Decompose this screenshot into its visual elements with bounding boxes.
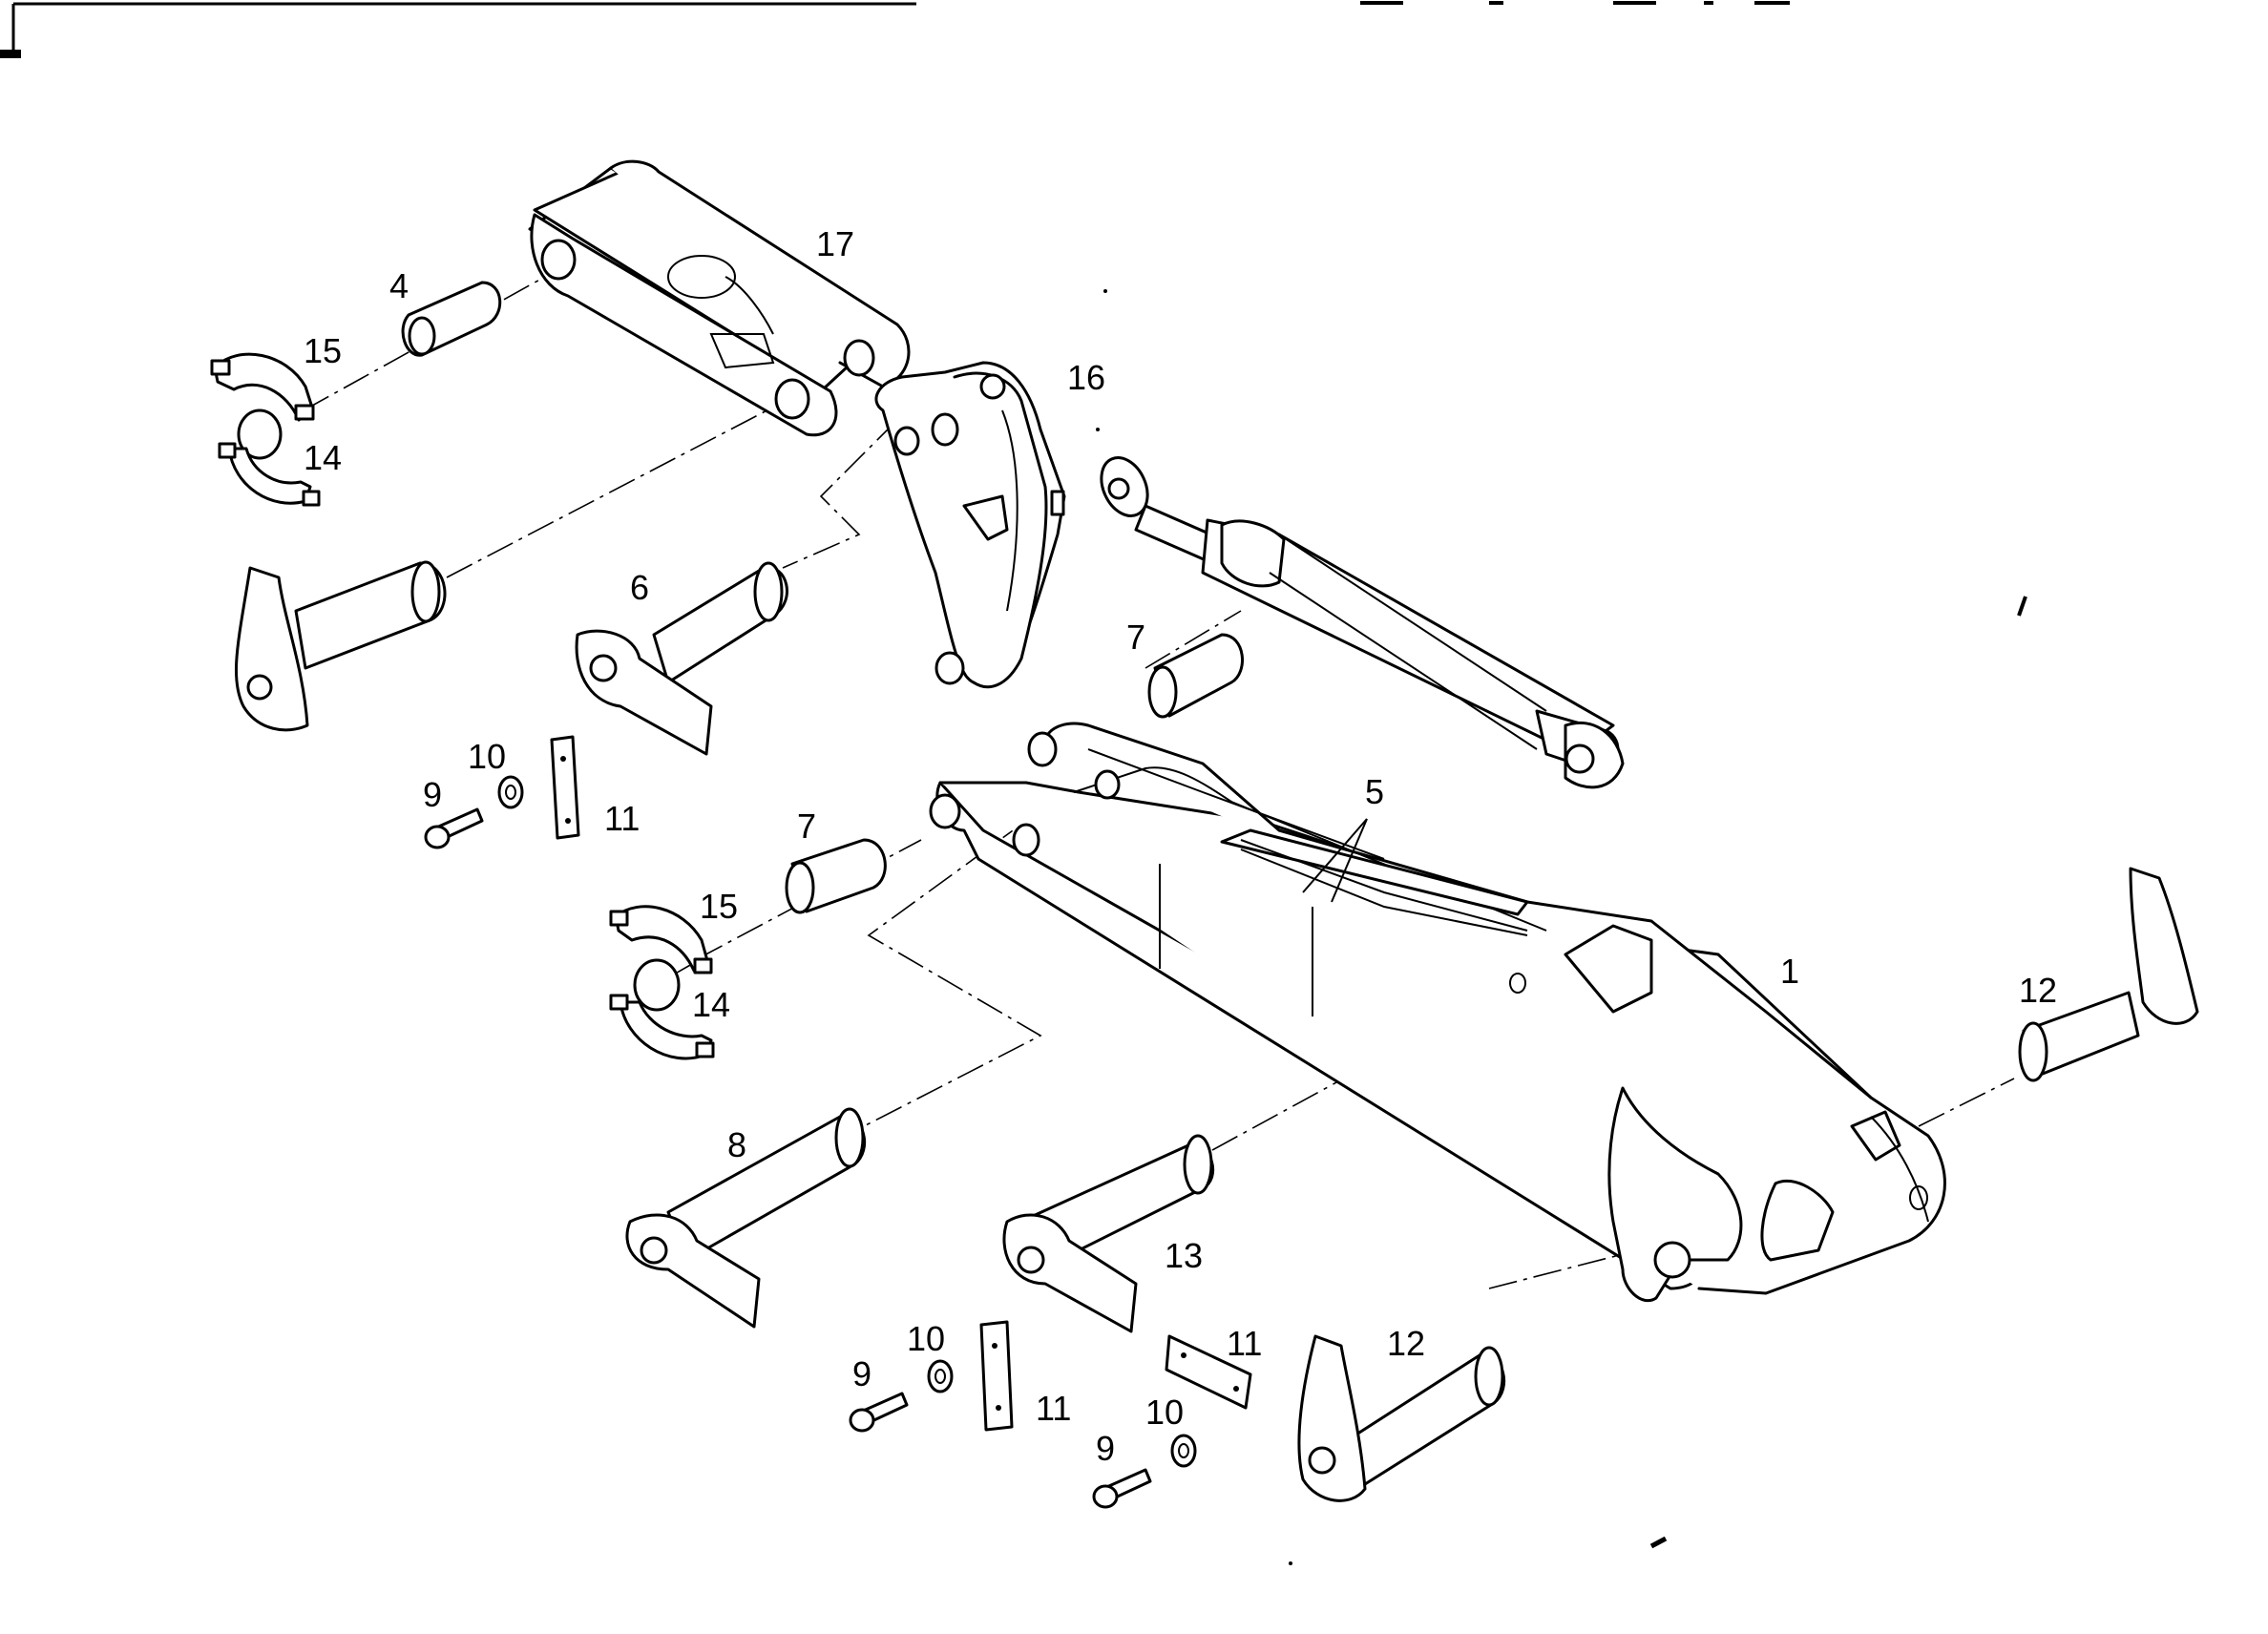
bolt-part-9-upper: [424, 807, 484, 849]
callout-9-middle: 9: [852, 1354, 872, 1393]
pin-part-6: [575, 561, 788, 756]
callout-15-lower: 15: [700, 887, 738, 926]
callout-10-lower: 10: [1145, 1393, 1184, 1432]
callout-12-right: 12: [2019, 971, 2057, 1010]
bolt-part-9-middle: [849, 1392, 909, 1433]
callout-1: 1: [1780, 952, 1799, 991]
callout-16: 16: [1067, 358, 1105, 397]
callout-4: 4: [389, 266, 409, 305]
scan-specks: [1096, 289, 2027, 1565]
plate-part-11-middle: [979, 1320, 1014, 1432]
main-boom-part-1: [929, 722, 1946, 1303]
bolt-part-9-lower: [1092, 1468, 1152, 1509]
clamp-half-part-15-lower: [609, 905, 713, 974]
hydraulic-cylinder: [1100, 456, 1625, 789]
clamp-half-part-14-lower: [609, 994, 715, 1060]
callout-10-upper: 10: [468, 737, 506, 776]
callout-7-upper: 7: [1126, 618, 1145, 657]
leader-lines-part-5: [1302, 818, 1368, 903]
ring-part-14-upper: [237, 408, 283, 460]
callout-11-middle: 11: [1036, 1389, 1071, 1428]
plate-part-11-upper: [550, 735, 580, 840]
callout-11-lower: 11: [1227, 1324, 1262, 1363]
callout-14-upper: 14: [304, 438, 342, 477]
callout-5: 5: [1365, 772, 1384, 811]
pin-part-8: [625, 1107, 867, 1329]
callout-9-lower: 9: [1096, 1429, 1115, 1468]
callout-10-middle: 10: [907, 1319, 945, 1358]
callout-9-upper: 9: [423, 775, 442, 814]
pin-part-13: [1002, 1134, 1215, 1333]
callout-8: 8: [727, 1125, 746, 1164]
ring-part-14-lower: [633, 958, 681, 1012]
pin-part-12-lower: [1297, 1334, 1506, 1502]
link-part-17: [528, 159, 911, 437]
washer-part-10-upper: [497, 775, 524, 809]
scan-border-marks: [0, 1, 1790, 58]
callout-17: 17: [816, 224, 854, 263]
bushing-part-7-upper: [1147, 633, 1244, 719]
washer-part-10-lower: [1170, 1434, 1197, 1468]
callout-7-lower: 7: [797, 807, 816, 846]
callout-13: 13: [1165, 1236, 1203, 1275]
plate-part-11-lower: [1165, 1334, 1252, 1410]
bushing-part-7-lower: [785, 838, 887, 914]
pin-part-4: [401, 281, 502, 357]
callout-14-lower: 14: [692, 985, 730, 1024]
callout-12-lower: 12: [1387, 1324, 1425, 1363]
callout-15-upper: 15: [304, 331, 342, 370]
clamp-half-part-15-lower-upper-set: [218, 442, 321, 507]
clamp-half-part-15-upper: [210, 352, 315, 422]
washer-part-10-middle: [927, 1359, 954, 1393]
callout-11-upper: 11: [604, 799, 640, 838]
pin-part-12-right: [2018, 867, 2199, 1082]
callout-6: 6: [630, 568, 649, 607]
callout-labels: 17 4 15 14 16 6 7 10 9 11 5 7 15 14 1 12…: [304, 224, 2057, 1468]
pin-with-tab-upper-left: [234, 560, 447, 732]
bracket-part-16: [874, 361, 1066, 689]
